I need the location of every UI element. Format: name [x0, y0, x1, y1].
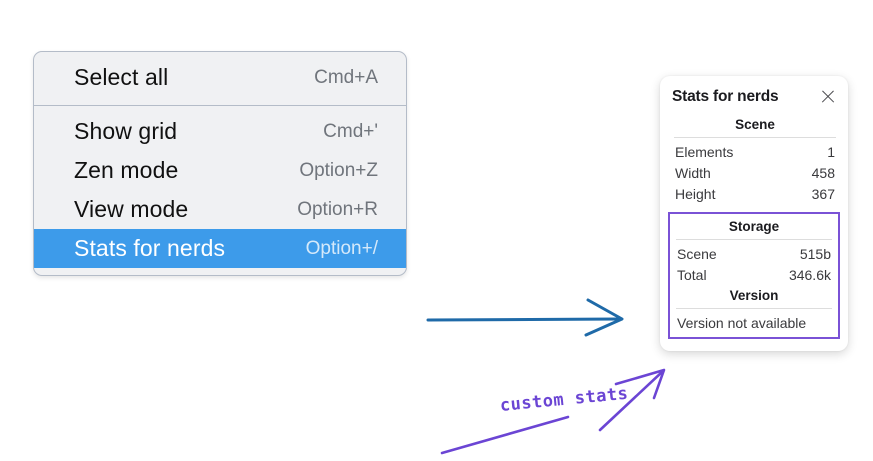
- menu-item-shortcut: Cmd+': [323, 120, 378, 142]
- stat-row: Width 458: [672, 162, 838, 183]
- menu-item-label: Select all: [74, 64, 169, 90]
- stat-value: 515b: [799, 245, 831, 262]
- panel-header: Stats for nerds: [672, 88, 838, 106]
- menu-section-1: Select all Cmd+A: [34, 52, 406, 105]
- scene-section: Scene Elements 1 Width 458 Height 367: [672, 114, 838, 204]
- storage-section: Storage Scene 515b Total 346.6k: [674, 216, 834, 285]
- menu-item-label: View mode: [74, 196, 189, 222]
- menu-item-label: Zen mode: [74, 157, 179, 183]
- section-heading-scene: Scene: [735, 117, 775, 132]
- menu-item-label: Show grid: [74, 118, 178, 144]
- stat-row: Scene 515b: [674, 243, 834, 264]
- stat-value: 367: [811, 185, 835, 202]
- stat-key: Height: [675, 185, 716, 202]
- stat-key: Elements: [675, 143, 734, 160]
- stat-row: Elements 1: [672, 141, 838, 162]
- menu-item-label: Stats for nerds: [74, 235, 226, 261]
- menu-item-show-grid[interactable]: Show grid Cmd+': [34, 112, 406, 151]
- menu-item-zen-mode[interactable]: Zen mode Option+Z: [34, 151, 406, 190]
- stats-for-nerds-panel[interactable]: Stats for nerds Scene Elements 1 Width 4…: [660, 76, 848, 351]
- menu-item-shortcut: Option+R: [297, 198, 378, 220]
- stat-key: Total: [677, 266, 707, 283]
- version-note: Version not available: [677, 315, 807, 331]
- section-rule: [676, 239, 832, 240]
- section-heading-version: Version: [729, 288, 779, 303]
- section-heading-storage: Storage: [728, 219, 780, 234]
- close-icon[interactable]: [820, 89, 836, 105]
- menu-item-view-mode[interactable]: View mode Option+R: [34, 190, 406, 229]
- menu-item-select-all[interactable]: Select all Cmd+A: [34, 58, 406, 97]
- version-section: Version Version not available: [674, 285, 834, 332]
- stat-value: 1: [827, 143, 835, 160]
- custom-stats-box: Storage Scene 515b Total 346.6k Version …: [668, 212, 840, 339]
- stat-key: Scene: [677, 245, 717, 262]
- stat-key: Width: [675, 164, 711, 181]
- stat-value: 458: [811, 164, 835, 181]
- menu-item-shortcut: Option+/: [305, 237, 378, 259]
- section-rule: [676, 308, 832, 309]
- stat-row: Height 367: [672, 183, 838, 204]
- menu-item-stats-for-nerds[interactable]: Stats for nerds Option+/: [34, 229, 406, 268]
- menu-divider: [34, 105, 406, 106]
- stat-row: Total 346.6k: [674, 264, 834, 285]
- annotation-label: custom stats: [499, 383, 630, 416]
- menu-item-shortcut: Option+Z: [299, 159, 378, 181]
- stat-value: 346.6k: [788, 266, 831, 283]
- menu-section-2: Show grid Cmd+' Zen mode Option+Z View m…: [34, 106, 406, 275]
- context-menu[interactable]: Select all Cmd+A Show grid Cmd+' Zen mod…: [33, 51, 407, 276]
- panel-title: Stats for nerds: [672, 88, 779, 105]
- section-rule: [674, 137, 836, 138]
- menu-item-shortcut: Cmd+A: [314, 66, 378, 88]
- blue-arrow-icon: [426, 298, 624, 337]
